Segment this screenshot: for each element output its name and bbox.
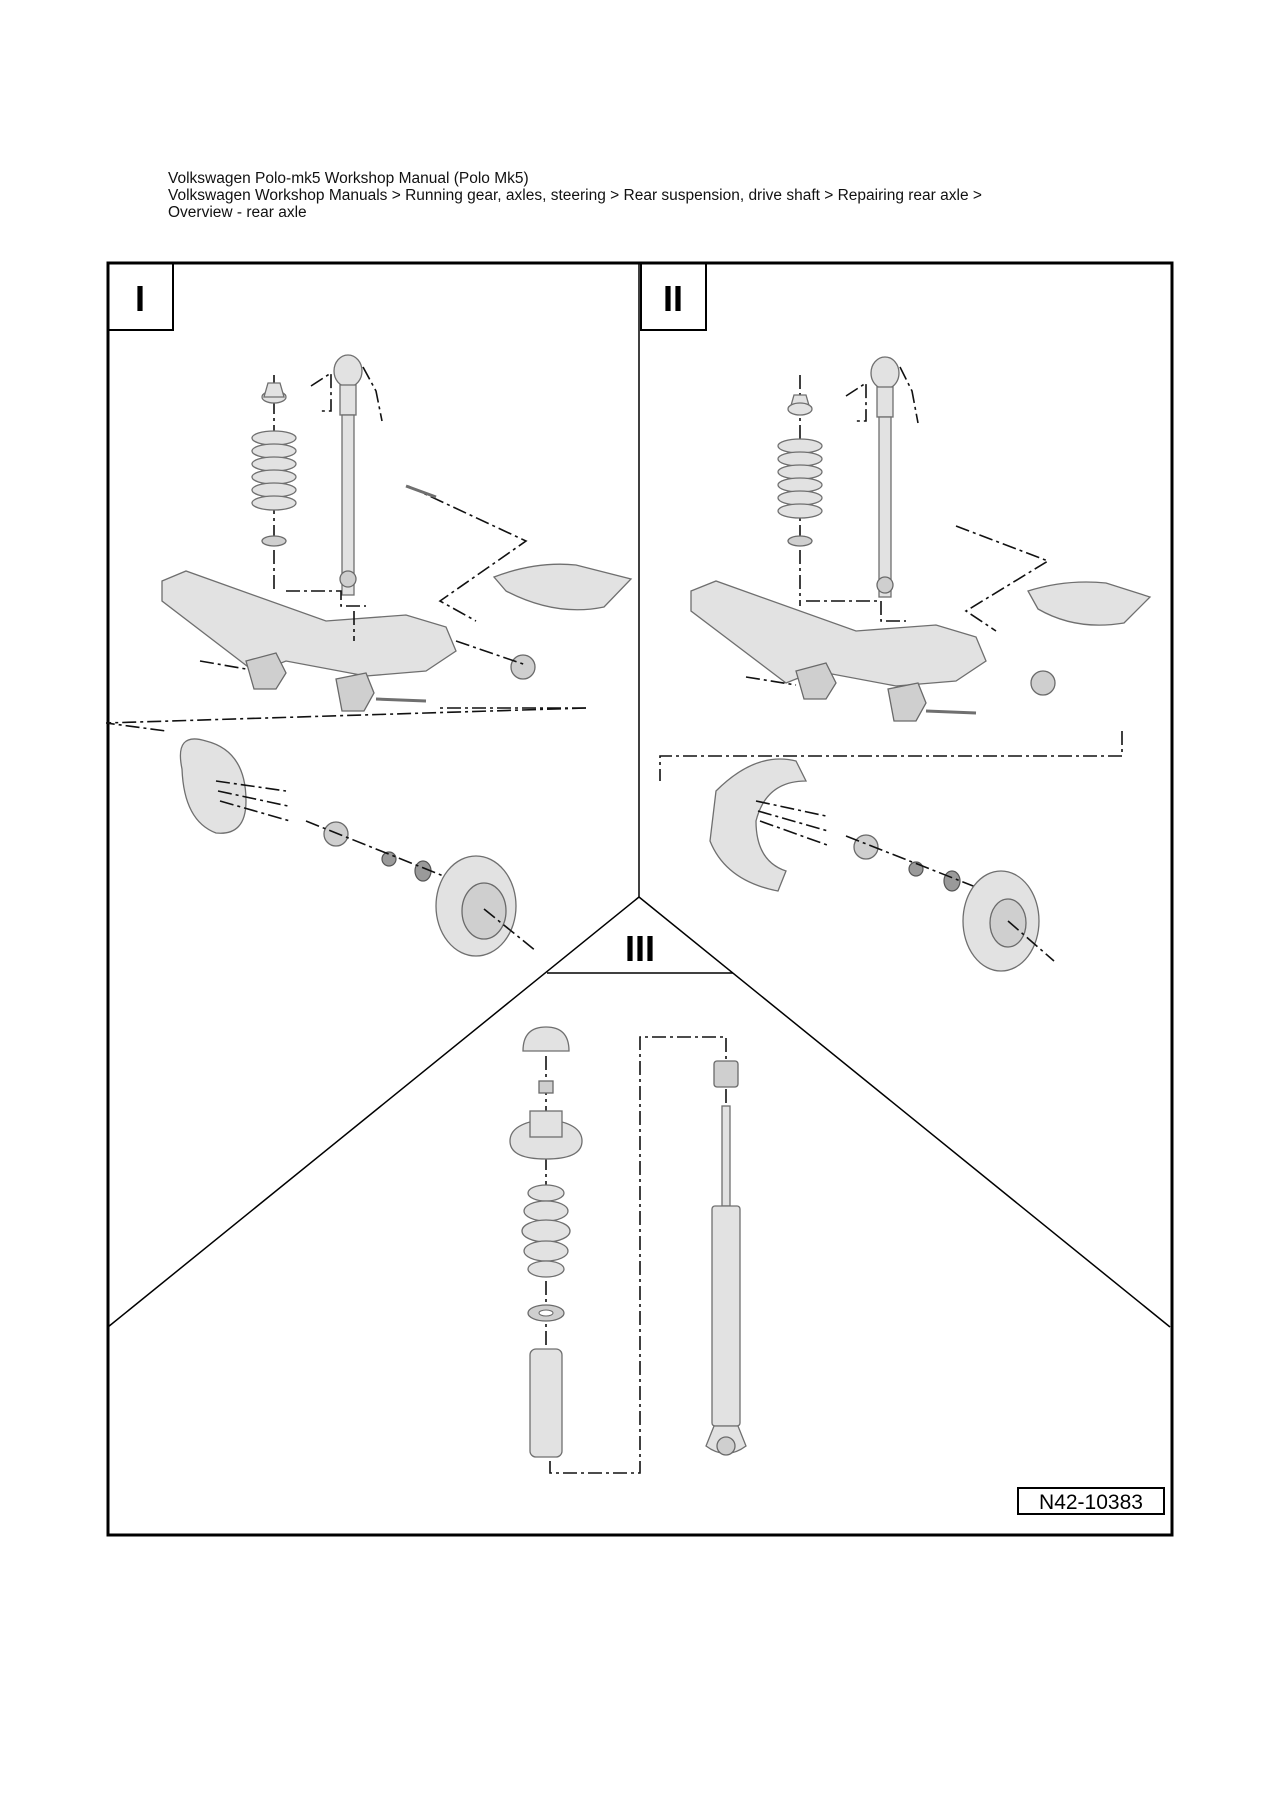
label-box-i <box>107 262 174 331</box>
section-label-i: I <box>135 278 145 319</box>
panel-i-drum-brake-axle <box>106 354 633 957</box>
panel-divider-right <box>638 896 1171 1328</box>
page-title: Overview - rear axle <box>168 204 307 221</box>
reference-box <box>1017 1487 1165 1515</box>
section-label-iii: III <box>625 928 655 969</box>
panel-divider-left <box>107 896 640 1328</box>
manual-title: Volkswagen Polo-mk5 Workshop Manual (Pol… <box>168 170 529 187</box>
panel-ii-disc-brake-axle <box>659 356 1152 972</box>
page-header: Volkswagen Polo-mk5 Workshop Manual (Pol… <box>168 170 982 221</box>
label-box-ii <box>640 262 707 331</box>
reference-code: N42-10383 <box>1039 1491 1143 1514</box>
exploded-view-diagram: I II III <box>106 261 1175 1538</box>
breadcrumb: Volkswagen Workshop Manuals > Running ge… <box>168 187 982 204</box>
panel-iii-shock-absorber-detail <box>509 1026 747 1474</box>
section-label-ii: II <box>663 278 683 319</box>
